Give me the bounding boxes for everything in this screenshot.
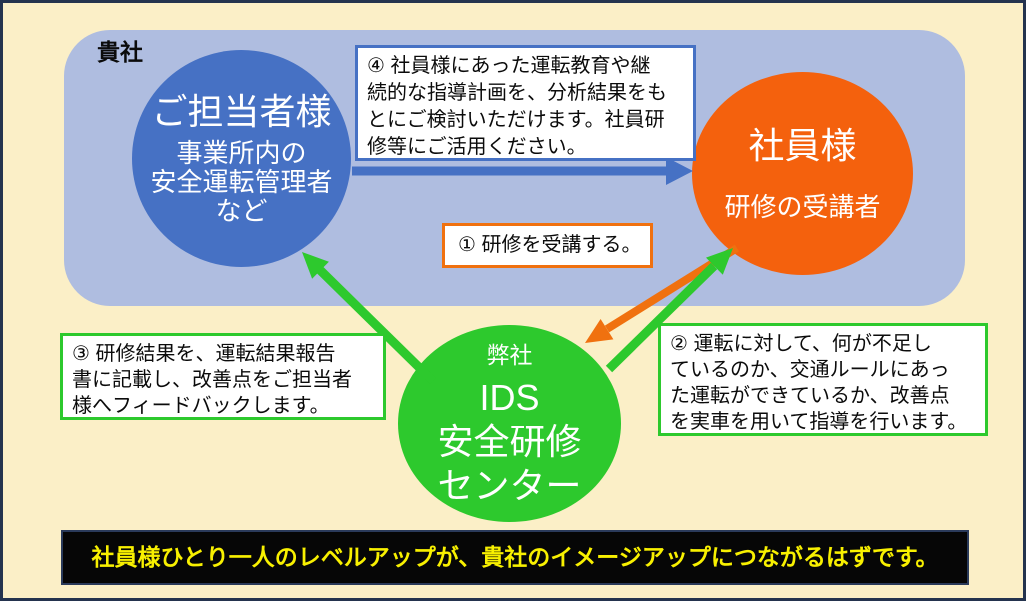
step2-line: ているのか、交通ルールにあっ: [670, 359, 950, 381]
company-area-label: 貴社: [97, 39, 143, 65]
manager-line: 事業所内の: [176, 138, 307, 168]
footer-banner: 社員様ひとり一人のレベルアップが、貴社のイメージアップにつながるはずです。: [61, 530, 969, 585]
step2-line: を実車を用いて指導を行います。: [670, 411, 968, 433]
step3-line: 書に記載し、改善点をご担当者: [72, 369, 352, 391]
step3-line: ③ 研修結果を、運転結果報告: [72, 343, 336, 365]
manager-title: ご担当者様: [151, 91, 332, 132]
ids-center-line: IDS: [479, 376, 540, 418]
manager-line: 安全運転管理者: [150, 167, 333, 197]
manager-line: など: [215, 196, 268, 226]
ids-center-line: 安全研修: [437, 420, 582, 462]
step2-line: た運転ができているか、改善点: [670, 385, 950, 407]
step4-line: 修等にご活用ください。: [367, 136, 587, 158]
step1-callout: ① 研修を受講する。: [442, 223, 653, 268]
step3-callout: ③ 研修結果を、運転結果報告 書に記載し、改善点をご担当者 様へフィードバックし…: [60, 333, 386, 420]
employee-title: 社員様: [748, 125, 857, 166]
step4-callout: ④ 社員様にあった運転教育や継 続的な指導計画を、分析結果をも とにご検討いただ…: [355, 45, 696, 161]
step4-line: 続的な指導計画を、分析結果をも: [367, 82, 667, 104]
employee-subtitle: 研修の受講者: [724, 192, 881, 222]
step4-line: ④ 社員様にあった運転教育や継: [367, 55, 651, 77]
step2-line: ② 運転に対して、何が不足し: [670, 333, 932, 355]
ids-center-label: 弊社: [486, 341, 533, 368]
step3-line: 様へフィードバックします。: [72, 395, 330, 417]
step4-line: とにご検討いただけます。社員研: [367, 109, 665, 131]
step2-callout: ② 運転に対して、何が不足し ているのか、交通ルールにあっ た運転ができているか…: [658, 323, 988, 436]
manager-circle: ご担当者様 事業所内の 安全運転管理者 など: [132, 50, 351, 267]
ids-center-circle: 弊社 IDS 安全研修 センター: [398, 325, 621, 522]
ids-center-line: センター: [437, 464, 582, 506]
employee-circle: 社員様 研修の受講者: [692, 72, 913, 275]
